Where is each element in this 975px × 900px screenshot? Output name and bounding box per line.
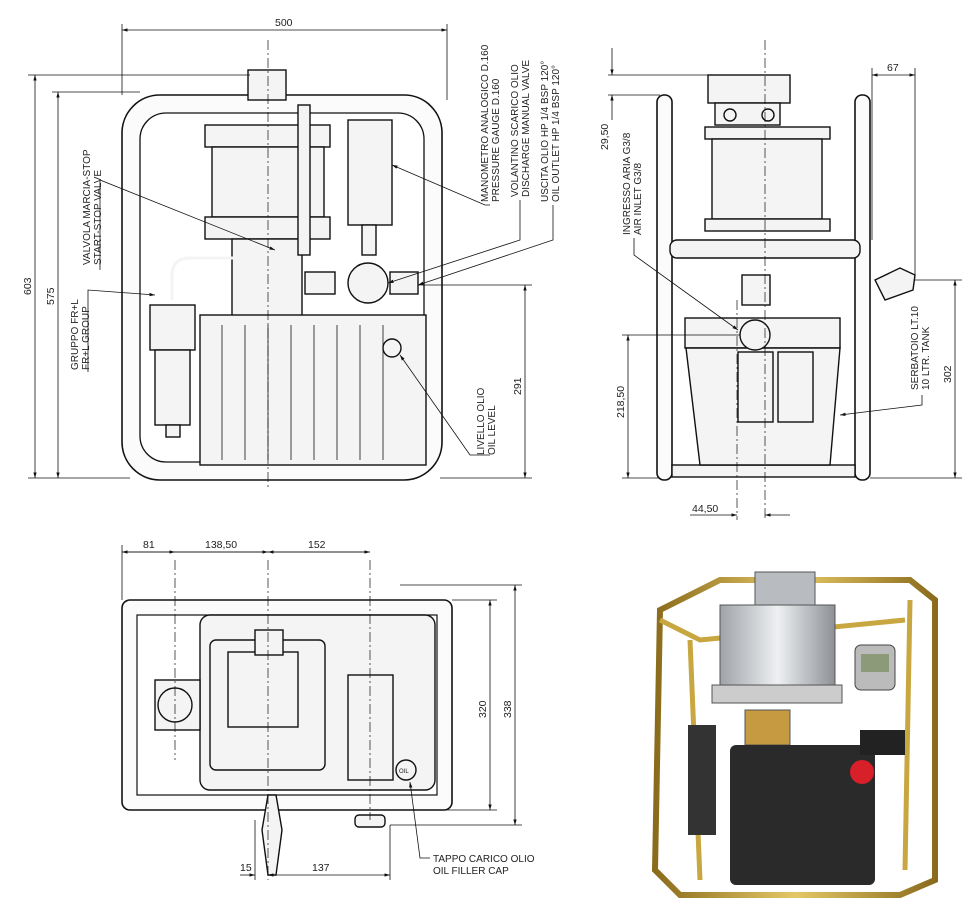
label-frl-it: GRUPPO FR+L xyxy=(70,299,81,370)
label-air-inlet-it: INGRESSO ARIA G3/8 xyxy=(622,132,633,235)
dim-d2: 138,50 xyxy=(205,539,237,551)
dim-height-total: 603 xyxy=(22,277,34,295)
photo-red-cap xyxy=(850,760,874,784)
label-tank-en: 10 LTR. TANK xyxy=(921,326,932,390)
label-oil-level-en: OIL LEVEL xyxy=(487,405,498,455)
dim-d5: 137 xyxy=(312,862,330,874)
frame-post-right xyxy=(854,94,871,481)
photo-cylinder xyxy=(719,604,836,686)
product-photo xyxy=(651,571,938,898)
pump-head xyxy=(247,69,287,101)
pump-head xyxy=(707,74,791,104)
frl-group xyxy=(149,304,196,351)
cylinder-cap-top xyxy=(204,124,331,148)
dim-air-inlet-height: 218,50 xyxy=(615,386,627,418)
photo-tank xyxy=(730,745,875,885)
dim-handle-offset: 67 xyxy=(887,62,899,74)
label-start-stop-en: START-STOP VALVE xyxy=(93,170,104,265)
oil-filler-cap xyxy=(395,759,417,781)
dim-d4: 15 xyxy=(240,862,252,874)
label-start-stop-it: VALVOLA MARCIA-STOP xyxy=(82,149,93,265)
label-tank-it: SERBATOIO LT.10 xyxy=(910,306,921,390)
cylinder-cap-bottom xyxy=(204,216,331,240)
label-discharge-en: DISCHARGE MANUAL VALVE xyxy=(521,60,532,197)
label-filler-en: OIL FILLER CAP xyxy=(433,866,509,877)
dim-d3: 152 xyxy=(308,539,326,551)
label-air-inlet-en: AIR INLET G3/8 xyxy=(633,162,644,235)
label-outlet-en: OIL OUTLET HP 1/4 BSP 120° xyxy=(551,65,562,202)
label-gauge-en: PRESSURE GAUGE D.160 xyxy=(491,78,502,202)
air-gauge xyxy=(739,319,771,351)
dim-depth-outer: 338 xyxy=(502,700,514,718)
oil-level-indicator xyxy=(382,338,402,358)
discharge-valve xyxy=(347,262,389,304)
top-view: OIL 81 138,50 152 320 338 15 137 TAPPO C… xyxy=(121,539,535,880)
dim-height-frame: 575 xyxy=(45,287,57,305)
filler-cap-mark: OIL xyxy=(399,769,409,775)
dim-depth-inner: 320 xyxy=(477,700,489,718)
dim-tank-height: 302 xyxy=(942,365,954,383)
pressure-gauge xyxy=(347,119,393,226)
label-outlet-it: USCITA OLIO HP 1/4 BSP 120° xyxy=(540,61,551,202)
label-oil-level-it: LIVELLO OLIO xyxy=(476,388,487,455)
handle xyxy=(874,267,916,301)
front-view: 500 603 575 291 VALVOLA MARCIA-STOP STAR… xyxy=(22,17,562,490)
dim-outlet-height: 291 xyxy=(512,377,524,395)
oil-tank xyxy=(199,314,427,466)
side-view: 29,50 67 302 218,50 44,50 INGRESSO ARIA … xyxy=(599,40,962,520)
label-filler-it: TAPPO CARICO OLIO xyxy=(433,854,535,865)
pressure-gauge xyxy=(347,674,394,781)
dim-top-offset: 29,50 xyxy=(599,124,611,150)
air-cylinder xyxy=(711,138,823,220)
label-frl-en: FR+L GROUP xyxy=(81,306,92,370)
oil-outlet xyxy=(389,271,419,295)
dim-width: 500 xyxy=(275,17,293,29)
frame-post-left xyxy=(656,94,673,481)
label-discharge-it: VOLANTINO SCARICO OLIO xyxy=(510,64,521,197)
label-gauge-it: MANOMETRO ANALOGICO D.160 xyxy=(480,44,491,202)
dim-d1: 81 xyxy=(143,539,155,551)
dim-air-inlet-offset: 44,50 xyxy=(692,503,718,515)
pump-block xyxy=(227,651,299,728)
